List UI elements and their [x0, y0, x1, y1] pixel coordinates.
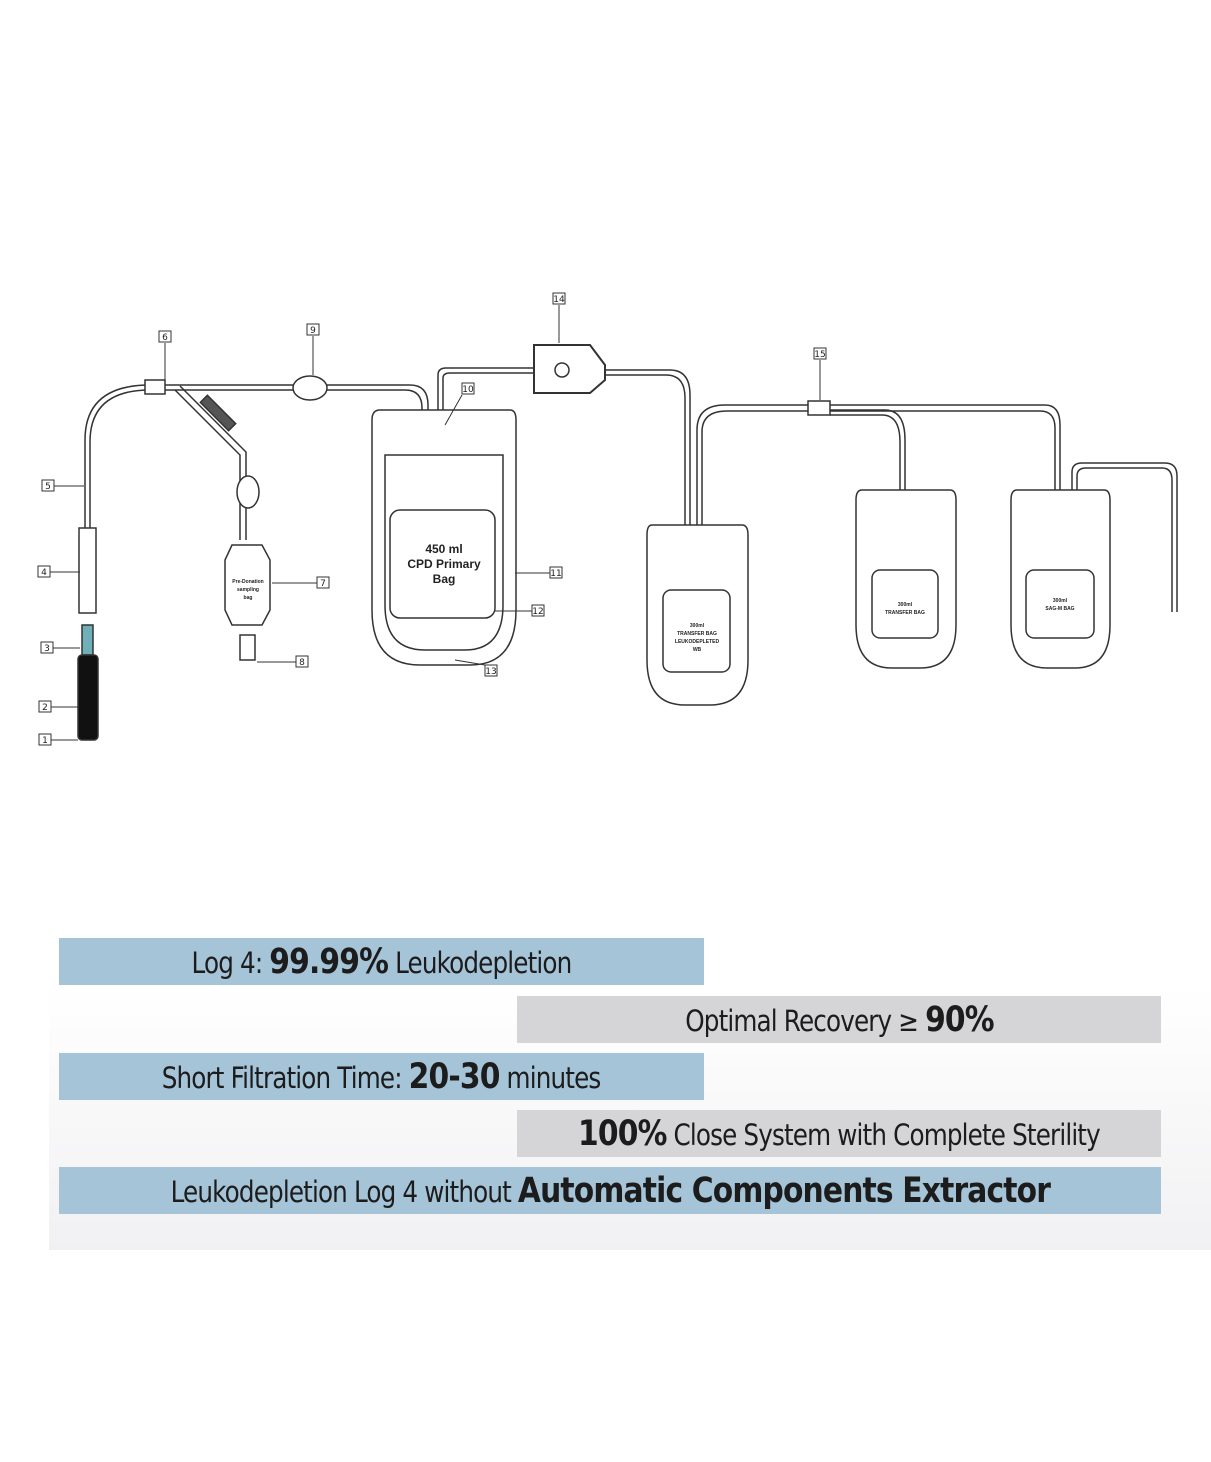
callout-box — [158, 330, 172, 343]
callout-arrow — [444, 394, 463, 426]
feature-text: minutes — [500, 1060, 602, 1095]
needle-hub — [81, 624, 94, 656]
transfer-bag-label: TRANSFER BAG — [885, 610, 925, 616]
transfer-leuko-bag — [646, 524, 749, 706]
callout-number: 10 — [462, 385, 474, 395]
callout-arrow — [454, 659, 486, 666]
sampling-bag-label: sampling — [237, 587, 259, 593]
callout-box — [306, 323, 320, 336]
sampling-bag-label: Pre-Donation — [232, 579, 263, 585]
callout-box — [40, 641, 54, 654]
clamp-sample — [236, 475, 260, 509]
callout-box — [552, 292, 566, 305]
feature-leukodepletion: Log 4: 99.99% Leukodepletion — [59, 938, 704, 985]
callout-number: 15 — [814, 350, 825, 360]
clamp-9 — [292, 375, 328, 401]
callout-box — [484, 664, 498, 677]
y-connector-15 — [807, 400, 831, 416]
callout-number: 7 — [320, 579, 326, 589]
needle-protector — [78, 527, 97, 614]
transfer-leuko-bag-label: LEUKODEPLETED — [675, 639, 720, 645]
feature-text: Leukodepletion Log 4 without — [170, 1174, 518, 1209]
callout-number: 8 — [299, 658, 305, 668]
callout-number: 9 — [310, 326, 316, 336]
callout-number: 2 — [42, 703, 48, 713]
primary-bag-label: Bag — [433, 572, 456, 586]
needle-cap — [77, 654, 99, 741]
feature-text: Optimal Recovery ≥ — [684, 1003, 925, 1038]
callout-number: 3 — [44, 644, 50, 654]
transfer-bag — [855, 489, 957, 669]
feature-filtration-time: Short Filtration Time: 20-30 minutes — [59, 1053, 704, 1100]
feature-recovery: Optimal Recovery ≥ 90% — [517, 996, 1161, 1043]
feature-text: Leukodepletion — [388, 945, 572, 980]
callout-box — [38, 733, 52, 746]
feature-highlight: 90% — [924, 999, 995, 1040]
callout-number: 5 — [45, 482, 51, 492]
feature-highlight: Automatic Components Extractor — [517, 1170, 1051, 1211]
callout-number: 13 — [485, 667, 496, 677]
blood-bag-system-diagram: 450 ml CPD Primary Bag Pre-Donation samp… — [37, 292, 1178, 746]
callout-box — [316, 576, 330, 589]
tubing — [84, 367, 1178, 612]
callout-box — [37, 565, 51, 578]
callout-box — [813, 347, 827, 360]
y-connector — [144, 379, 166, 395]
feature-highlight: 100% — [578, 1113, 667, 1154]
callout-box — [38, 700, 52, 713]
callout-number: 11 — [550, 569, 561, 579]
callout-number: 14 — [553, 295, 565, 305]
callout-box — [461, 382, 475, 395]
feature-closed-system: 100% Close System with Complete Sterilit… — [517, 1110, 1161, 1157]
filter-icon — [554, 362, 570, 378]
primary-bag-label: 450 ml — [425, 542, 462, 556]
callout-box — [531, 604, 545, 617]
feature-highlight: 20-30 — [409, 1056, 501, 1097]
primary-bag-label: CPD Primary — [407, 557, 481, 571]
feature-text: Short Filtration Time: — [162, 1060, 410, 1095]
transfer-leuko-bag-label: WB — [693, 647, 702, 653]
sampling-bag-label: bag — [244, 595, 253, 601]
sagm-bag — [1010, 489, 1111, 669]
feature-highlight: 99.99% — [269, 941, 389, 982]
transfer-bag-label: 300ml — [898, 602, 913, 608]
feature-text: Close System with Complete Sterility — [666, 1117, 1101, 1152]
callout-box — [295, 655, 309, 668]
feature-no-extractor: Leukodepletion Log 4 without Automatic C… — [59, 1167, 1161, 1214]
sagm-bag-label: 300ml — [1053, 598, 1068, 604]
sagm-bag-label: SAG-M BAG — [1045, 606, 1074, 612]
feature-text: Log 4: — [191, 945, 270, 980]
callout-number: 6 — [162, 333, 168, 343]
callout-number: 1 — [42, 736, 48, 746]
callout-number: 4 — [41, 568, 47, 578]
callout-box — [549, 566, 563, 579]
callout-box — [41, 479, 55, 492]
sampling-bag — [224, 544, 271, 626]
primary-bag — [371, 409, 517, 666]
sample-holder — [239, 634, 256, 661]
transfer-leuko-bag-label: TRANSFER BAG — [677, 631, 717, 637]
callout-number: 12 — [532, 607, 543, 617]
clamp-sample-line — [199, 394, 237, 432]
transfer-leuko-bag-label: 300ml — [690, 623, 705, 629]
